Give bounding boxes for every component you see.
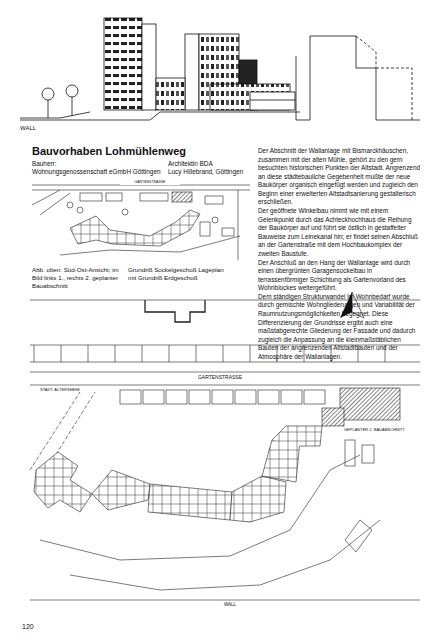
street-label: GARTENSTRASSE	[160, 374, 280, 381]
architect-name: Lucy Hillebrand, Göttingen	[168, 168, 258, 176]
plan-caption: Grundriß Sockelgeschoß Lageplan mit Grun…	[128, 266, 224, 282]
body-paragraph: Dem ständigen Strukturwandel im Wohnbeda…	[258, 293, 422, 362]
title: Bauvorhaben Lohmühlenweg	[32, 144, 186, 158]
body-column: Der Abschnitt der Wallanlage mit Bismarc…	[258, 147, 422, 361]
body-paragraph: Der geöffnete Winkelbau nimmt wie mit ei…	[258, 207, 422, 258]
figure-caption: Abb. oben: Süd-Ost-Ansicht; im Bild link…	[32, 266, 124, 290]
ground-floor-plan	[30, 385, 420, 600]
south-east-elevation	[20, 18, 420, 120]
body-paragraph: Der Abschnitt der Wallanlage mit Bismarc…	[258, 147, 422, 207]
building-label: GEPLANTER 2. BAUABSCHNITT	[344, 427, 414, 432]
page-number: 120	[22, 622, 52, 631]
architect-label: Architektin BDA	[168, 160, 258, 168]
site-plan	[32, 185, 250, 260]
body-paragraph: Der Anschluß an den Hang der Wallanlage …	[258, 259, 422, 293]
client-label: Bauherr:	[32, 160, 172, 168]
client-name: Wohnungsgenossenschaft eGmbH Göttingen	[32, 168, 172, 176]
wall-label: WALL	[210, 602, 250, 608]
street-label: GARTENSTRASSE	[120, 180, 180, 185]
wall-label: WALL	[20, 125, 60, 133]
building-label: STADT. ALTERSHEIM	[40, 387, 100, 392]
